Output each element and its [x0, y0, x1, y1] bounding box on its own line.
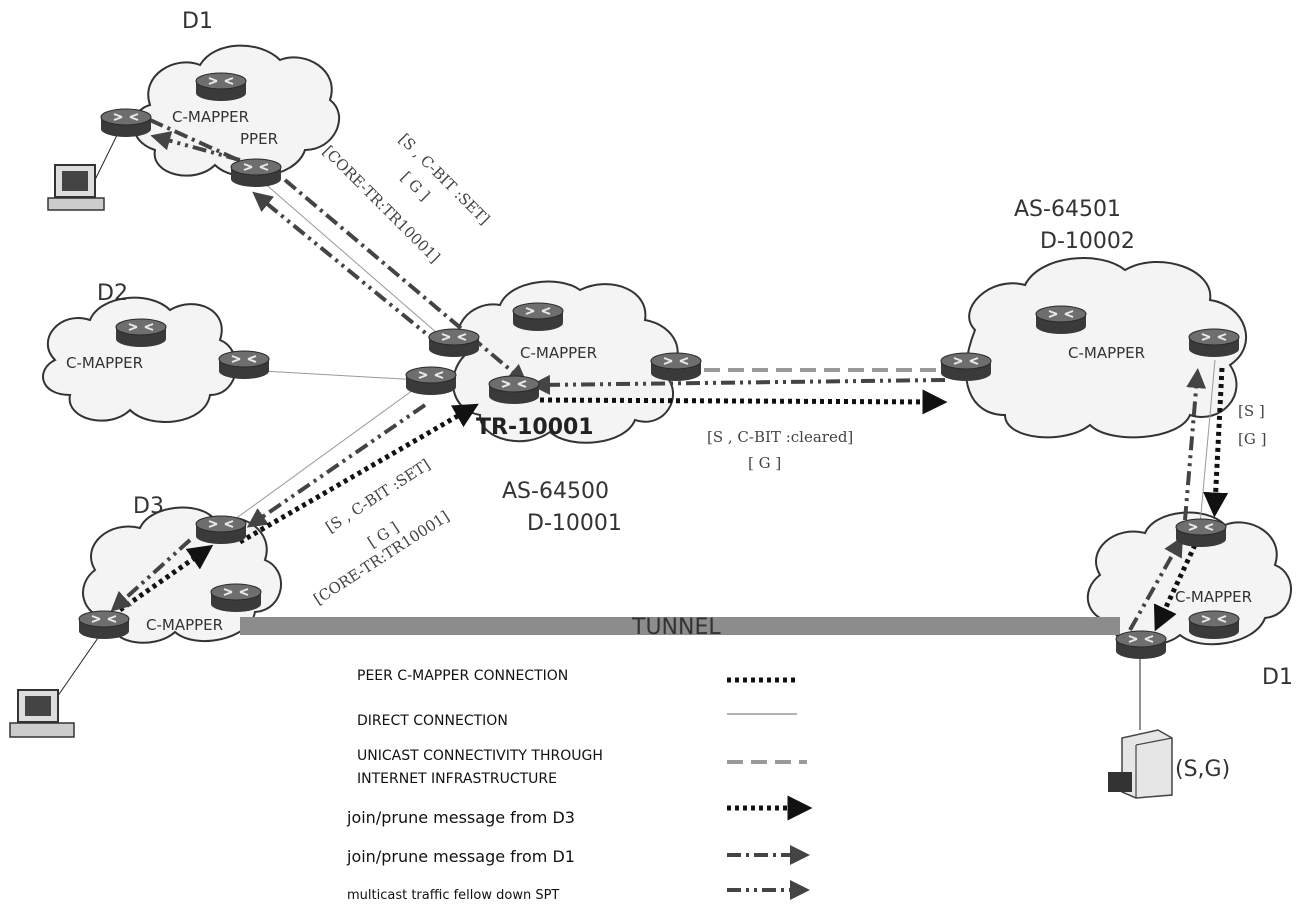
router-d1-left — [100, 108, 152, 138]
label-d3: D3 — [133, 494, 164, 519]
annotation-lower: [S , C-BIT :SET] [ G ] [CORE-TR:TR10001] — [310, 455, 452, 608]
router-d1-core — [195, 72, 247, 102]
router-d2-edge — [218, 350, 270, 380]
server-icon — [1108, 729, 1173, 799]
cmapper-d1-top: C-MAPPER — [172, 108, 249, 126]
router-as64501-core — [1035, 305, 1087, 335]
annotation-far-right-1: [S ] — [1238, 402, 1265, 420]
join-d3-inner — [118, 544, 214, 613]
router-d2-core — [115, 318, 167, 348]
annotation-far-right-2: [G ] — [1238, 430, 1266, 448]
label-d-10002: D-10002 — [1040, 229, 1135, 254]
cmapper-core: C-MAPPER — [520, 344, 597, 362]
router-d1b-left — [1115, 630, 1167, 660]
tr-10001-label: TR-10001 — [476, 415, 594, 440]
source-label: (S,G) — [1175, 757, 1230, 782]
label-d-10001: D-10001 — [527, 511, 622, 536]
cmapper-as64501: C-MAPPER — [1068, 344, 1145, 362]
legend-label-multicast: multicast traffic fellow down SPT — [347, 888, 559, 903]
router-core-right — [650, 352, 702, 382]
spt-d1-inner — [1128, 536, 1183, 631]
label-as-64500: AS-64500 — [502, 479, 609, 504]
label-d1-top: D1 — [182, 9, 213, 34]
cmapper-d2: C-MAPPER — [66, 354, 143, 372]
legend-label-join-d3: join/prune message from D3 — [346, 808, 575, 827]
spt-d3-inner — [110, 538, 192, 612]
cmapper-d1-bottom: C-MAPPER — [1175, 588, 1252, 606]
spt-d1-up — [1183, 368, 1207, 521]
legend-label-peer: PEER C-MAPPER CONNECTION — [357, 668, 568, 684]
router-d1-pper — [230, 158, 282, 188]
join-d3-core — [238, 403, 479, 545]
router-d3-core — [210, 583, 262, 613]
join-d3-core-as64501 — [539, 389, 948, 415]
legend: PEER C-MAPPER CONNECTION DIRECT CONNECTI… — [346, 668, 813, 903]
router-core-tr — [488, 375, 540, 405]
label-d1-bottom: D1 — [1262, 665, 1293, 690]
router-d3-left — [78, 610, 130, 640]
router-as64501-left — [940, 352, 992, 382]
router-d1b-core — [1188, 610, 1240, 640]
spt-core-as64501 — [530, 374, 946, 395]
cloud-d1-top — [132, 44, 341, 178]
join-d1-inner — [1153, 543, 1198, 632]
cloud-as64501 — [965, 257, 1248, 439]
annotation-right-2: [ G ] — [748, 454, 781, 472]
cmapper-d3: C-MAPPER — [146, 616, 223, 634]
router-core-top — [512, 302, 564, 332]
computer-icon-d1 — [47, 164, 105, 211]
label-d2: D2 — [97, 281, 128, 306]
router-as64501-right — [1188, 328, 1240, 358]
legend-label-unicast-2: INTERNET INFRASTRUCTURE — [357, 771, 557, 787]
legend-label-join-d1: join/prune message from D1 — [346, 847, 575, 866]
label-as-64501: AS-64501 — [1014, 197, 1121, 222]
pper-label: PPER — [240, 130, 278, 148]
tunnel-bar — [240, 617, 1120, 635]
router-core-a — [428, 328, 480, 358]
tunnel-label: TUNNEL — [631, 615, 721, 640]
legend-label-direct: DIRECT CONNECTION — [357, 713, 508, 729]
router-core-b — [405, 366, 457, 396]
computer-icon-d3 — [9, 689, 75, 738]
annotation-upper: [S , C-BIT :SET] [ G ] [CORE-TR:TR10001] — [319, 130, 493, 266]
annotation-right-1: [S , C-BIT :cleared] — [707, 428, 853, 446]
join-d1-top — [149, 118, 528, 385]
spt-core-d3 — [246, 403, 427, 528]
legend-label-unicast-1: UNICAST CONNECTIVITY THROUGH — [357, 748, 603, 764]
router-d1b-top — [1175, 518, 1227, 548]
router-d3-top — [195, 515, 247, 545]
join-d3-to-d1 — [1203, 367, 1229, 518]
